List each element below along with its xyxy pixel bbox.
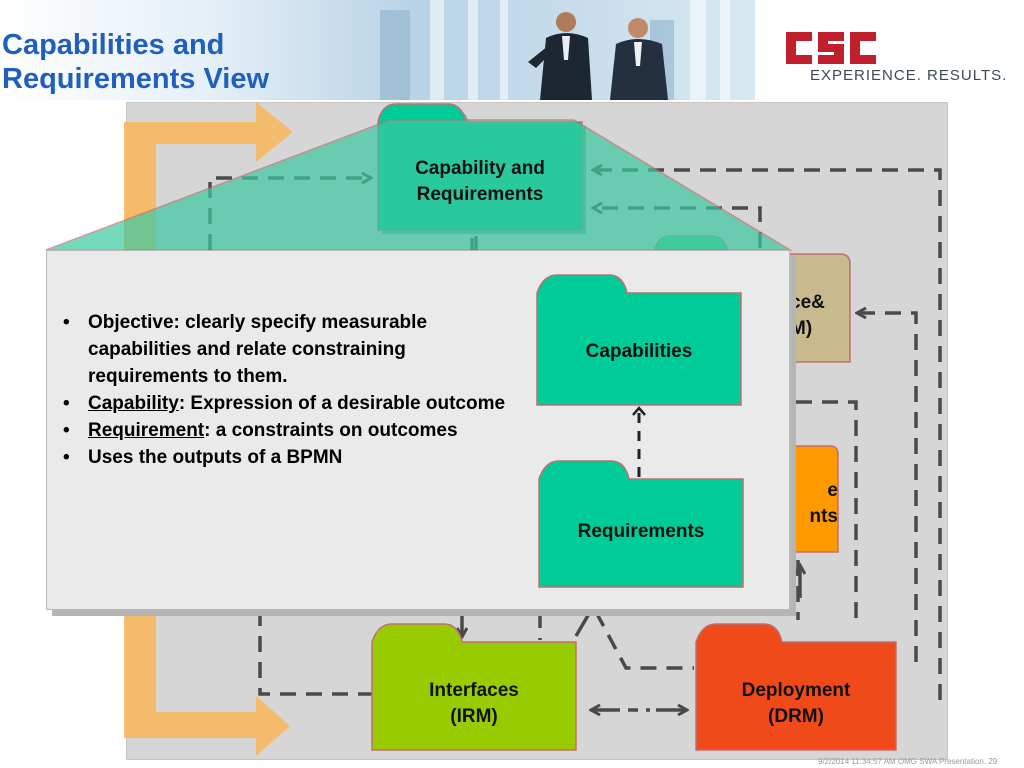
slide-footer: 9/2/2014 11:34:57 AM OMG SWA Presentatio… <box>818 757 998 766</box>
performance-partial-label: ce& M) <box>790 290 850 342</box>
deployment-label-line-1: Deployment <box>741 680 851 701</box>
businessman-left <box>528 12 592 100</box>
bullet-capability: Capability: Expression of a desirable ou… <box>57 390 527 417</box>
requirements-label: Requirements <box>577 521 705 542</box>
capability-requirements-label-line-2: Requirements <box>416 184 544 205</box>
dependency-line-service <box>795 400 858 618</box>
objective-bullet-list: Objective: clearly specify measurable ca… <box>57 309 527 471</box>
service-partial-label-line-1: e <box>827 480 838 501</box>
capability-requirements-label: Capability and Requirements <box>378 156 582 208</box>
logo-tagline: EXPERIENCE. RESULTS. <box>810 67 1008 84</box>
bullet-bpmn: Uses the outputs of a BPMN <box>57 444 527 471</box>
performance-partial-label-line-1: ce& <box>790 292 825 313</box>
interfaces-package <box>371 623 577 751</box>
bullet-requirement-term: Requirement <box>88 420 205 441</box>
interfaces-label: Interfaces (IRM) <box>372 678 576 730</box>
bullet-requirement-text: : a constraints on outcomes <box>204 420 458 441</box>
interfaces-label-line-1: Interfaces <box>429 680 519 701</box>
dependency-line-diagonal <box>594 611 694 670</box>
capabilities-label: Capabilities <box>585 341 693 362</box>
bullet-objective-text: Objective: clearly specify measurable ca… <box>88 312 428 387</box>
slide-title: Capabilities and Requirements View <box>2 28 269 96</box>
service-partial-label: e nts <box>790 478 839 530</box>
businessman-right <box>610 18 668 100</box>
service-partial-label-line-2: nts <box>809 506 839 527</box>
deployment-package <box>695 623 897 751</box>
bullet-bpmn-text: Uses the outputs of a BPMN <box>88 447 343 468</box>
lifecycle-bracket-arrow <box>124 102 293 756</box>
bullet-capability-term: Capability <box>88 393 179 414</box>
slide-title-line-2: Requirements View <box>2 63 270 95</box>
performance-partial-label-line-2: M) <box>790 318 813 339</box>
bullet-capability-text: : Expression of a desirable outcome <box>178 393 506 414</box>
bullet-requirement: Requirement: a constraints on outcomes <box>57 417 527 444</box>
arrow-diagonal-stub <box>574 611 592 637</box>
capability-requirements-label-line-1: Capability and <box>415 158 545 179</box>
requirements-package <box>538 460 744 588</box>
csc-logo-mark <box>786 32 876 64</box>
header-banner-photo <box>0 0 755 100</box>
deployment-label-line-2: (DRM) <box>768 706 824 727</box>
deployment-label: Deployment (DRM) <box>696 678 896 730</box>
slide-title-line-1: Capabilities and <box>2 29 225 61</box>
bullet-objective: Objective: clearly specify measurable ca… <box>57 309 527 390</box>
dependency-arrow-deployment-to-capability <box>594 170 942 700</box>
detail-popup-panel: Objective: clearly specify measurable ca… <box>46 250 790 610</box>
dependency-line-left <box>258 610 372 696</box>
capabilities-package <box>536 274 742 406</box>
company-logo: EXPERIENCE. RESULTS. <box>768 14 1018 94</box>
interfaces-label-line-2: (IRM) <box>450 706 498 727</box>
popup-mini-diagram <box>536 274 744 588</box>
dependency-arrow-to-performance <box>858 313 918 662</box>
